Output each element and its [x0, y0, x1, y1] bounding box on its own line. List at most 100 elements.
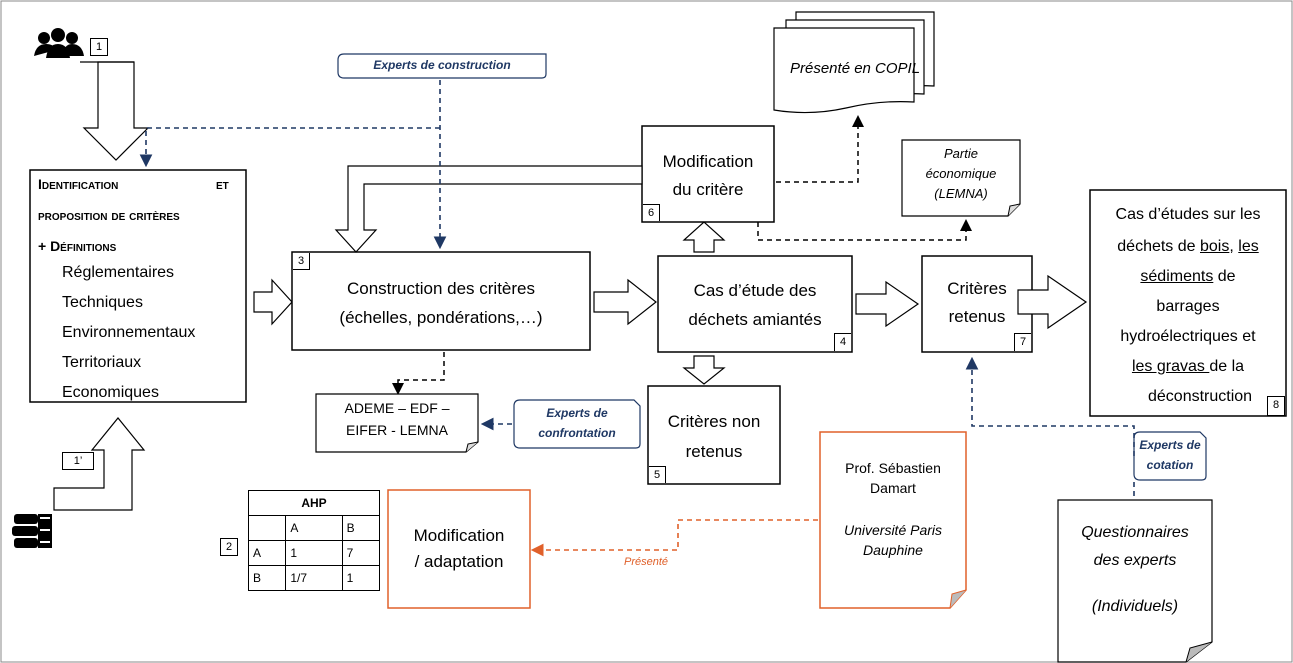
badge-1: 1 [90, 38, 108, 56]
modification-critere-line-2: du critère [672, 180, 744, 199]
arrow-cas-to-non-retenus [682, 355, 726, 385]
experts-construction-label: Experts de construction [373, 58, 511, 72]
damart-line-1: Prof. Sébastien [845, 460, 941, 476]
ahp-row: A B [247, 515, 381, 541]
ahp-cell: 7 [341, 540, 381, 566]
cas-etudes-line-2a: déchets de [1117, 238, 1200, 255]
arrow-retenus-to-cas-etudes [1017, 274, 1088, 330]
badge-6: 6 [643, 204, 660, 221]
dash-construction-to-ademe [392, 352, 445, 395]
questionnaires-line-3: (Individuels) [1091, 598, 1179, 615]
people-icon [34, 28, 84, 58]
experts-cotation-callout [1133, 431, 1207, 481]
ahp-title: AHP [248, 490, 380, 516]
identification-box [29, 169, 247, 403]
partie-eco-line-1: Partie [944, 146, 978, 161]
cas-amiante-box [657, 255, 853, 353]
adaptation-line-2: / adaptation [414, 552, 504, 571]
questionnaires-line-1: Questionnaires [1081, 524, 1189, 541]
ademe-line-1: ADEME – EDF – [344, 400, 450, 416]
criteres-retenus-line-2: retenus [948, 307, 1006, 326]
cas-etudes-sediments: sédiments [1140, 268, 1214, 285]
arrow-construction-to-cas [593, 278, 657, 326]
badge-5: 5 [649, 466, 666, 483]
cas-etudes-comma: , [1229, 238, 1234, 255]
dash-damart-to-adaptation [530, 519, 818, 557]
cas-etudes-de-la: de la [1209, 358, 1245, 375]
cas-amiante-line-1: Cas d’étude des [693, 281, 817, 300]
modification-critere-line-1: Modification [662, 152, 754, 171]
identification-item-territoriaux: Territoriaux [62, 354, 142, 371]
dash-cotation-to-retenus [965, 356, 1135, 456]
identification-title-2: proposition de critères [38, 207, 180, 223]
badge-2: 2 [220, 538, 238, 556]
ahp-cell: B [247, 565, 287, 591]
books-icon [12, 514, 52, 548]
cas-etudes-les: les [1238, 238, 1259, 255]
construction-line-1: Construction des critères [346, 279, 536, 298]
experts-confrontation-line-2: confrontation [538, 426, 616, 440]
construction-line-2: (échelles, pondérations,…) [339, 308, 543, 327]
cas-etudes-de: de [1213, 268, 1236, 285]
copil-label: Présenté en COPIL [790, 60, 921, 77]
construction-box [291, 251, 591, 351]
ademe-fold [465, 441, 479, 453]
cas-etudes-gravas: les gravas [1131, 358, 1210, 375]
identification-item-environnementaux: Environnementaux [62, 324, 196, 341]
criteres-retenus-line-1: Critères [947, 279, 1007, 298]
ahp-cell: A [247, 540, 287, 566]
criteres-non-retenus-line-2: retenus [685, 442, 743, 461]
ahp-table: AHP A B A 1 7 B 1/7 1 [247, 490, 381, 591]
ahp-row: B 1/7 1 [247, 565, 381, 591]
ahp-cell: 1 [285, 540, 343, 566]
badge-4: 4 [834, 333, 851, 351]
criteres-non-retenus-line-1: Critères non [667, 412, 761, 431]
experts-cotation-line-1: Experts de [1139, 438, 1201, 452]
cas-etudes-line-1: Cas d’études sur les [1115, 206, 1261, 223]
partie-eco-line-2: économique [925, 166, 997, 181]
badge-3: 3 [293, 253, 310, 270]
ahp-cell: B [341, 515, 381, 541]
criteres-retenus-box [921, 255, 1033, 353]
badge-1-prime: 1’ [62, 452, 94, 470]
adaptation-box [387, 489, 531, 609]
arrow-books-to-identification [53, 417, 146, 511]
questionnaires-line-2: des experts [1093, 552, 1177, 569]
ahp-cell: 1/7 [285, 565, 343, 591]
ahp-cell: A [285, 515, 343, 541]
partie-eco-line-3: (LEMNA) [934, 186, 988, 201]
cas-etudes-line-2: déchets de bois, les [1090, 238, 1286, 256]
dash-modification-to-copil [776, 115, 864, 183]
arrow-identification-to-construction [253, 278, 293, 326]
copil-document [773, 11, 935, 114]
damart-fold [949, 589, 967, 609]
ahp-row: A 1 7 [247, 540, 381, 566]
identification-item-techniques: Techniques [62, 294, 143, 311]
identification-item-reglementaires: Réglementaires [62, 264, 175, 281]
experts-cotation-line-2: cotation [1146, 458, 1194, 472]
identification-title-3: + Définitions [38, 238, 117, 254]
cas-etudes-bois: bois [1200, 238, 1230, 255]
cas-etudes-line-3: sédiments de [1090, 268, 1286, 286]
partie-eco-fold [1007, 203, 1021, 217]
adaptation-line-1: Modification [413, 526, 505, 545]
badge-8: 8 [1267, 396, 1285, 416]
criteres-non-retenus-box [647, 385, 781, 485]
cas-etudes-line-6: les gravas de la [1090, 358, 1286, 376]
damart-line-3: Université Paris [843, 522, 943, 538]
questionnaires-fold [1185, 641, 1213, 663]
arrow-cas-to-retenus [855, 280, 920, 328]
cas-etudes-line-5: hydroélectriques et [1120, 328, 1256, 345]
cas-etudes-box [1089, 189, 1287, 417]
damart-document [819, 431, 967, 609]
arrow-modification-to-construction [334, 165, 643, 253]
identification-title-1a: Identification [38, 176, 119, 192]
badge-7: 7 [1014, 333, 1031, 351]
identification-item-economiques: Economiques [62, 384, 159, 401]
cas-etudes-line-4: barrages [1156, 298, 1220, 315]
arrow-people-to-identification [82, 61, 150, 161]
cas-amiante-line-2: déchets amiantés [688, 310, 822, 329]
arrow-cas-to-modification [682, 221, 726, 253]
